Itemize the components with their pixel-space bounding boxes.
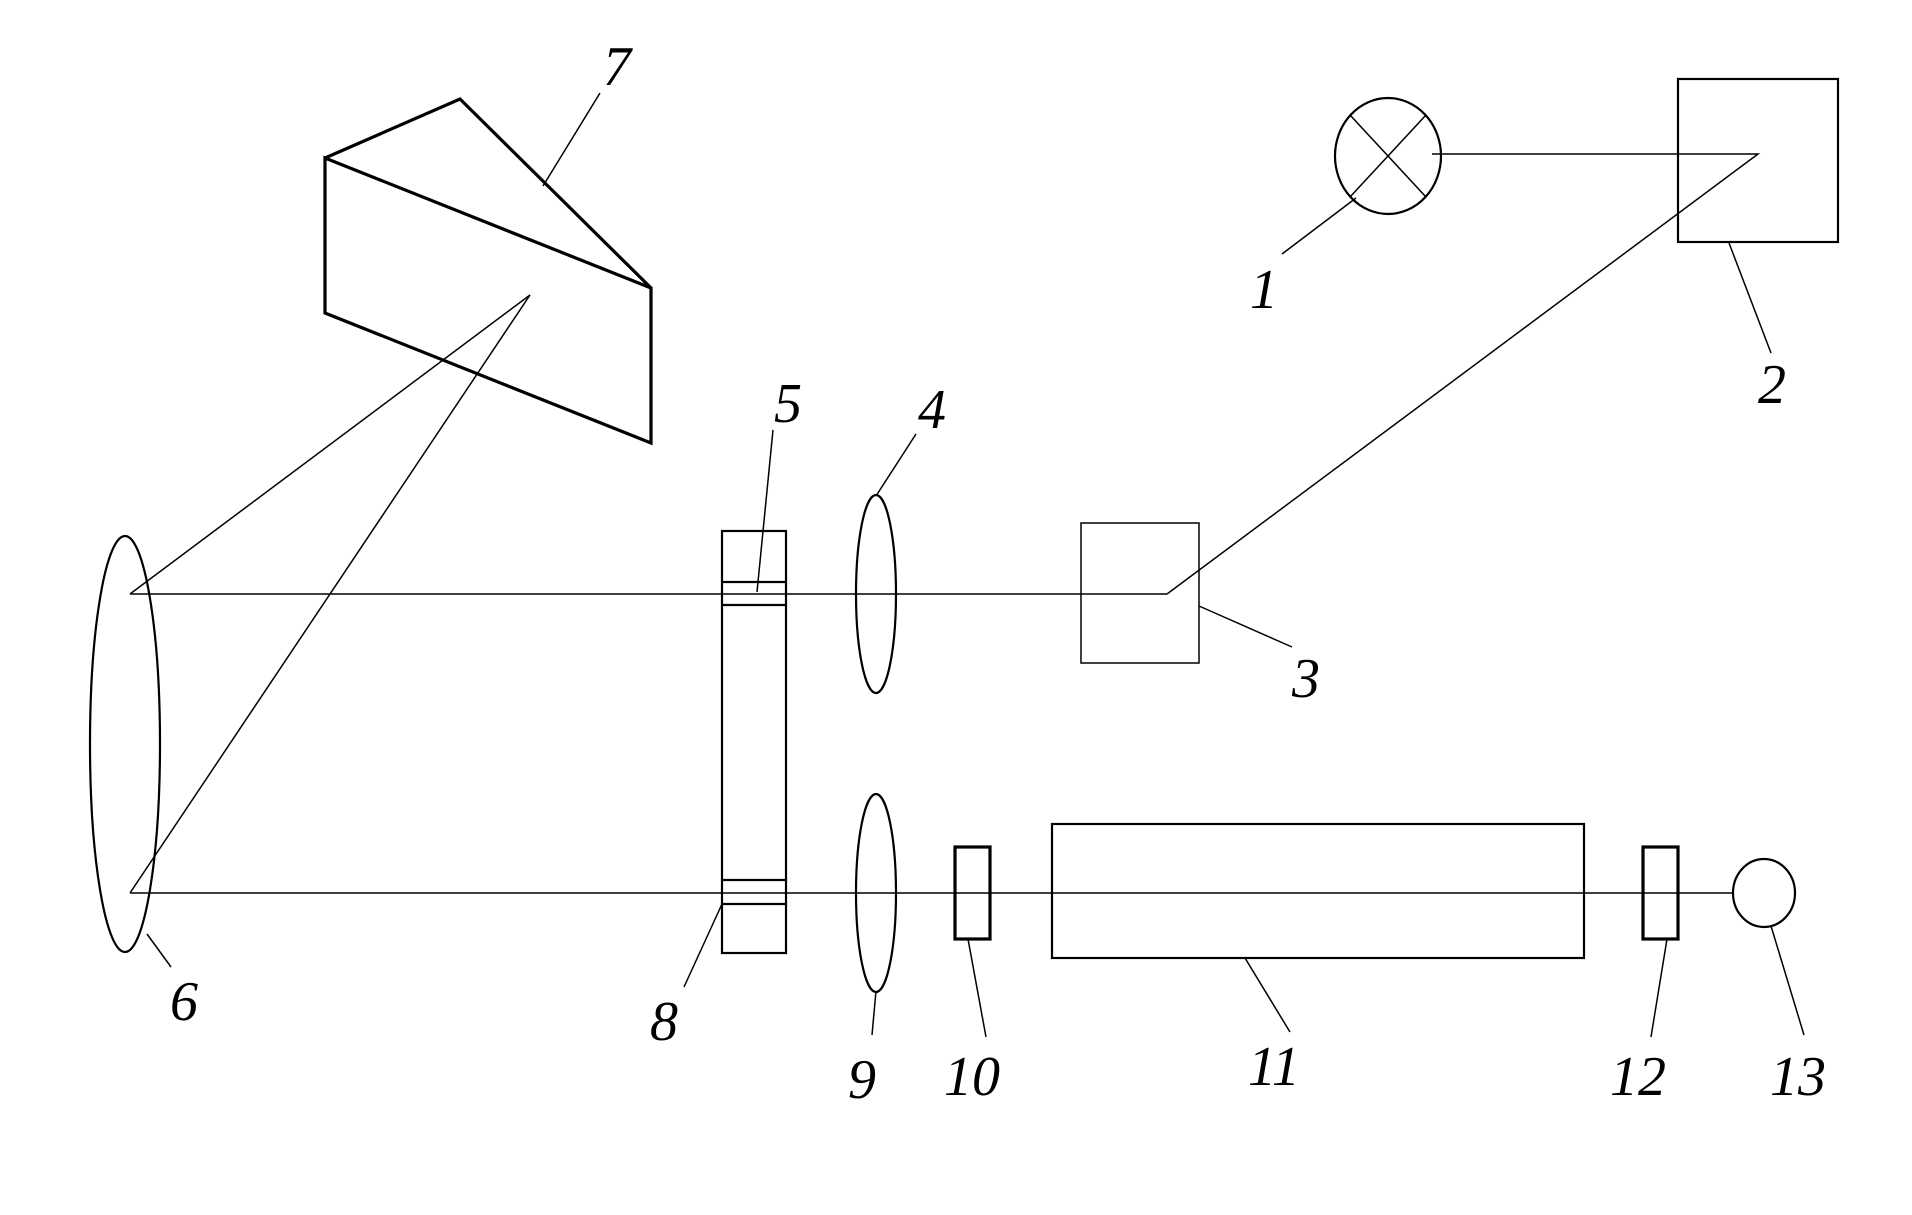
component-2	[1676, 77, 1840, 354]
label-3: 3	[1291, 648, 1320, 710]
box-10	[953, 845, 992, 941]
label-11: 11	[1248, 1036, 1300, 1098]
label-2: 2	[1758, 354, 1786, 416]
label-5: 5	[774, 373, 802, 435]
box-2	[1676, 77, 1840, 244]
element-12	[1641, 845, 1680, 1038]
leader-7	[542, 92, 601, 187]
lamp-1	[1281, 96, 1443, 255]
number-labels: 1 2 3 4 5 6 7 8 9 10 11 12 13	[170, 36, 1826, 1111]
leader-12	[1650, 938, 1668, 1038]
label-1: 1	[1250, 259, 1278, 321]
label-12: 12	[1610, 1046, 1666, 1108]
box-3	[1080, 522, 1200, 664]
component-3	[1080, 522, 1293, 664]
box-11	[1050, 822, 1586, 960]
leader-10	[967, 938, 987, 1038]
detector-13	[1731, 857, 1805, 1036]
label-7: 7	[603, 36, 633, 98]
leader-13	[1770, 925, 1805, 1036]
slit-plate-body	[720, 529, 788, 955]
leader-3	[1198, 605, 1293, 648]
lamp-circle	[1333, 96, 1443, 216]
label-13: 13	[1770, 1046, 1826, 1108]
prism-7	[323, 92, 653, 446]
lens-6-shape	[88, 534, 162, 954]
box-12	[1641, 845, 1680, 941]
label-8: 8	[650, 991, 678, 1053]
leader-1	[1281, 197, 1357, 255]
tube-11	[1050, 822, 1586, 1033]
leader-2	[1728, 242, 1772, 354]
light-paths	[129, 153, 1761, 894]
lens-9	[854, 792, 898, 1036]
label-6: 6	[170, 971, 198, 1033]
label-10: 10	[944, 1046, 1000, 1108]
lens-4	[854, 433, 917, 695]
leader-8	[683, 903, 723, 988]
label-9: 9	[848, 1049, 876, 1111]
detector-circle	[1731, 857, 1797, 929]
leader-4	[875, 433, 917, 497]
label-4: 4	[918, 379, 946, 441]
leader-6	[146, 933, 172, 968]
prism-top-edges	[324, 97, 653, 290]
slit-plate	[683, 429, 788, 988]
beam-6-to-7	[129, 294, 531, 595]
prism-front-face	[323, 155, 653, 446]
leader-9	[871, 990, 877, 1036]
leader-5	[756, 429, 774, 593]
leader-11	[1244, 957, 1291, 1033]
beam-7-to-6-lower	[129, 294, 531, 894]
lamp-cross-b	[1349, 114, 1427, 198]
element-10	[953, 845, 992, 1038]
lens-6	[88, 534, 172, 968]
beam-source-to-mirror-2-to-3	[1166, 153, 1761, 595]
